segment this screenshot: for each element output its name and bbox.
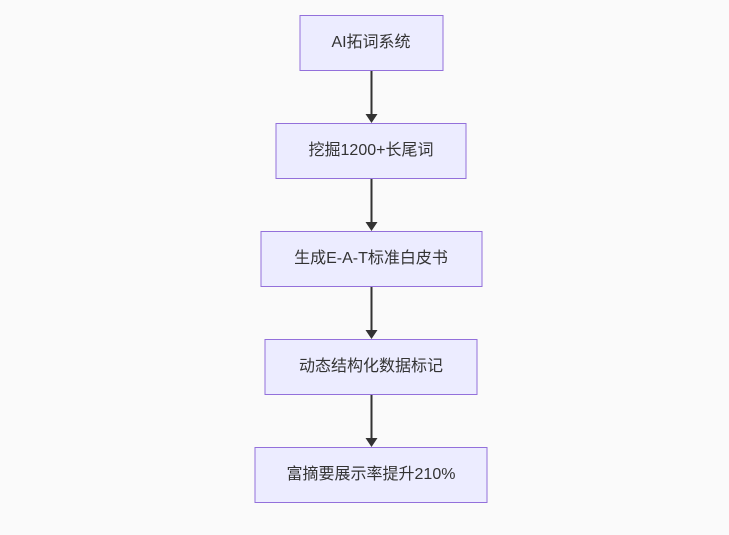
flow-node-structured-data-markup: 动态结构化数据标记 — [264, 339, 478, 395]
arrowhead-down-icon — [365, 330, 377, 339]
flowchart-column: AI拓词系统 挖掘1200+长尾词 生成E-A-T标准白皮书 动态结构化数据标记… — [254, 15, 488, 503]
flow-node-longtail-mining: 挖掘1200+长尾词 — [275, 123, 467, 179]
flow-edge-3 — [365, 287, 377, 339]
flow-edge-1 — [365, 71, 377, 123]
flow-node-rich-snippet-result: 富摘要展示率提升210% — [254, 447, 488, 503]
edge-line — [370, 287, 372, 330]
edge-line — [370, 71, 372, 114]
edge-line — [370, 179, 372, 222]
flow-edge-4 — [365, 395, 377, 447]
arrowhead-down-icon — [365, 438, 377, 447]
flow-node-ai-keyword-system: AI拓词系统 — [299, 15, 443, 71]
flow-node-eat-whitepaper: 生成E-A-T标准白皮书 — [260, 231, 482, 287]
edge-line — [370, 395, 372, 438]
arrowhead-down-icon — [365, 222, 377, 231]
arrowhead-down-icon — [365, 114, 377, 123]
flow-edge-2 — [365, 179, 377, 231]
